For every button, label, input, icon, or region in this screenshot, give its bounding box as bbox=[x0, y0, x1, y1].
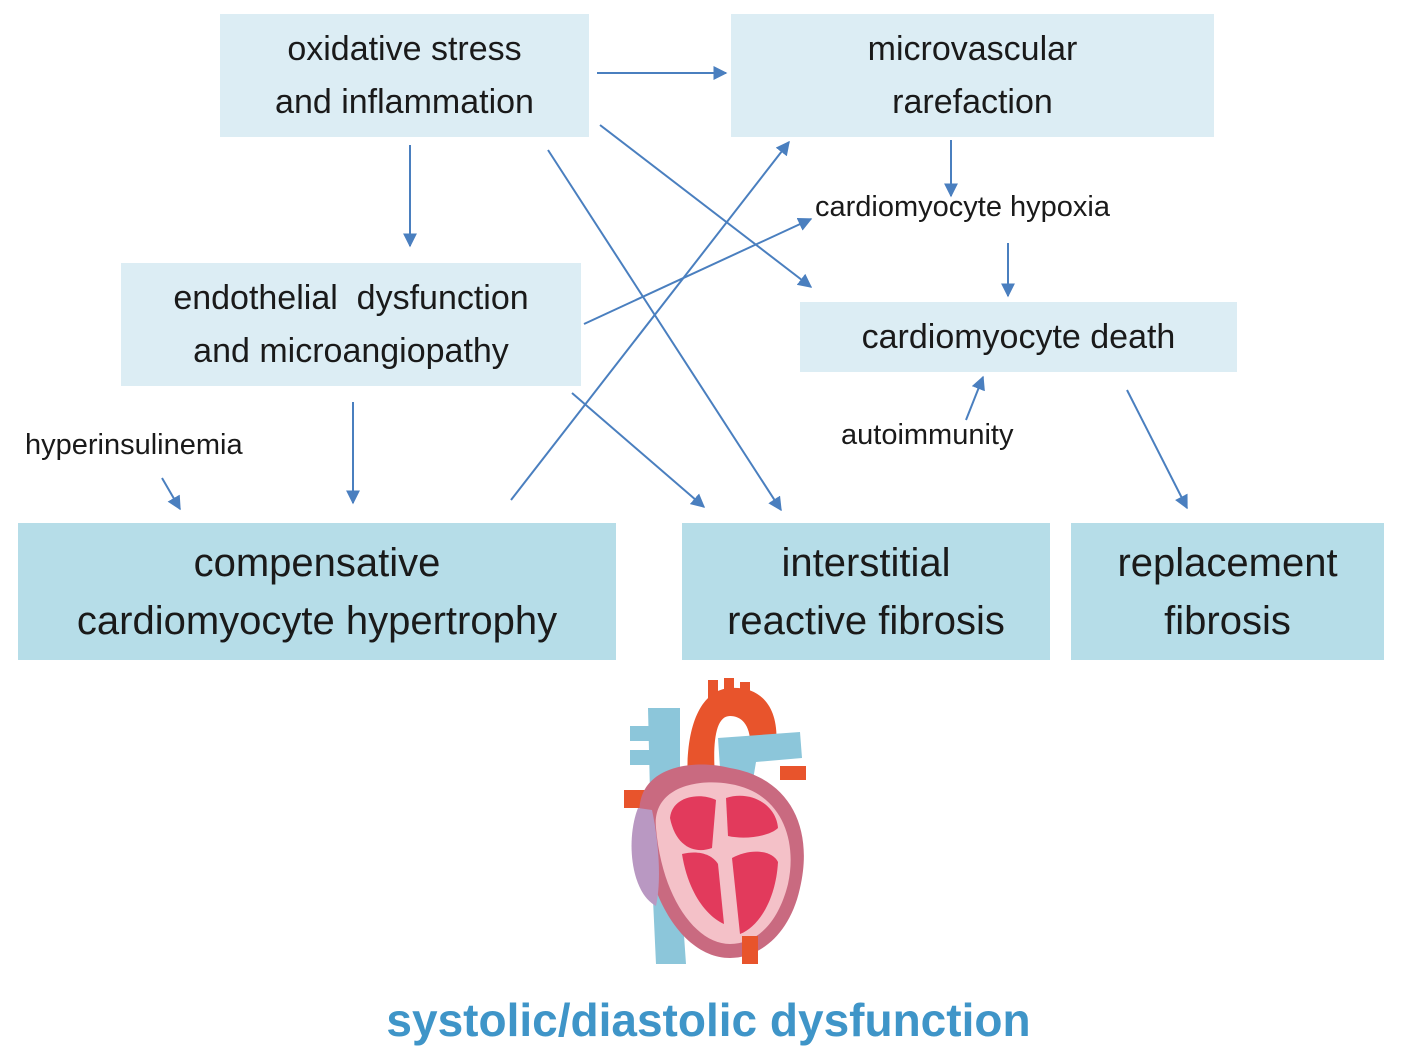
node-text-line: cardiomyocyte hypertrophy bbox=[76, 598, 558, 643]
label-hyperinsulinemia: hyperinsulinemia bbox=[25, 429, 243, 461]
heart-cross-section-icon bbox=[624, 678, 806, 964]
node-text-line: and microangiopathy bbox=[193, 331, 509, 370]
node-cardiomyocyte-death: cardiomyocyte death bbox=[800, 302, 1237, 372]
node-text-line: endothelial dysfunction bbox=[173, 278, 529, 317]
node-compensative-hypertrophy: compensative cardiomyocyte hypertrophy bbox=[18, 523, 616, 660]
arrow-autoimmunity-to-death bbox=[965, 375, 985, 421]
node-text-line: microvascular bbox=[867, 29, 1078, 68]
node-replacement-fibrosis: replacement fibrosis bbox=[1071, 523, 1384, 660]
node-text-line: oxidative stress bbox=[287, 29, 522, 68]
node-text-line: replacement bbox=[1117, 540, 1338, 585]
arrow-oxidative-to-interstitial bbox=[547, 149, 782, 512]
node-text-line: compensative bbox=[193, 540, 441, 585]
label-cardiomyocyte-hypoxia: cardiomyocyte hypoxia bbox=[815, 191, 1110, 223]
arrow-endothelial-to-hypoxia bbox=[583, 217, 813, 325]
arrow-oxidative-to-death bbox=[599, 124, 813, 288]
node-text-line: rarefaction bbox=[892, 82, 1053, 121]
arrow-hypertrophy-to-microvascular bbox=[510, 140, 790, 501]
node-text-line: and inflammation bbox=[275, 82, 534, 121]
outcome-title: systolic/diastolic dysfunction bbox=[386, 994, 1031, 1046]
node-text-line: reactive fibrosis bbox=[727, 598, 1005, 643]
arrow-endothelial-to-interstitial bbox=[571, 392, 706, 508]
node-oxidative-stress: oxidative stress and inflammation bbox=[220, 14, 589, 137]
label-autoimmunity: autoimmunity bbox=[841, 419, 1014, 451]
node-endothelial-dysfunction: endothelial dysfunction and microangiopat… bbox=[121, 263, 581, 386]
arrow-death-to-replacement bbox=[1126, 389, 1188, 510]
node-text-line: fibrosis bbox=[1164, 598, 1291, 643]
arrow-hyperinsulinemia-to-hypertrophy bbox=[161, 477, 181, 511]
node-microvascular-rarefaction: microvascular rarefaction bbox=[731, 14, 1214, 137]
node-text-line: interstitial bbox=[781, 540, 951, 585]
node-text-line: cardiomyocyte death bbox=[861, 317, 1176, 356]
node-interstitial-fibrosis: interstitial reactive fibrosis bbox=[682, 523, 1050, 660]
